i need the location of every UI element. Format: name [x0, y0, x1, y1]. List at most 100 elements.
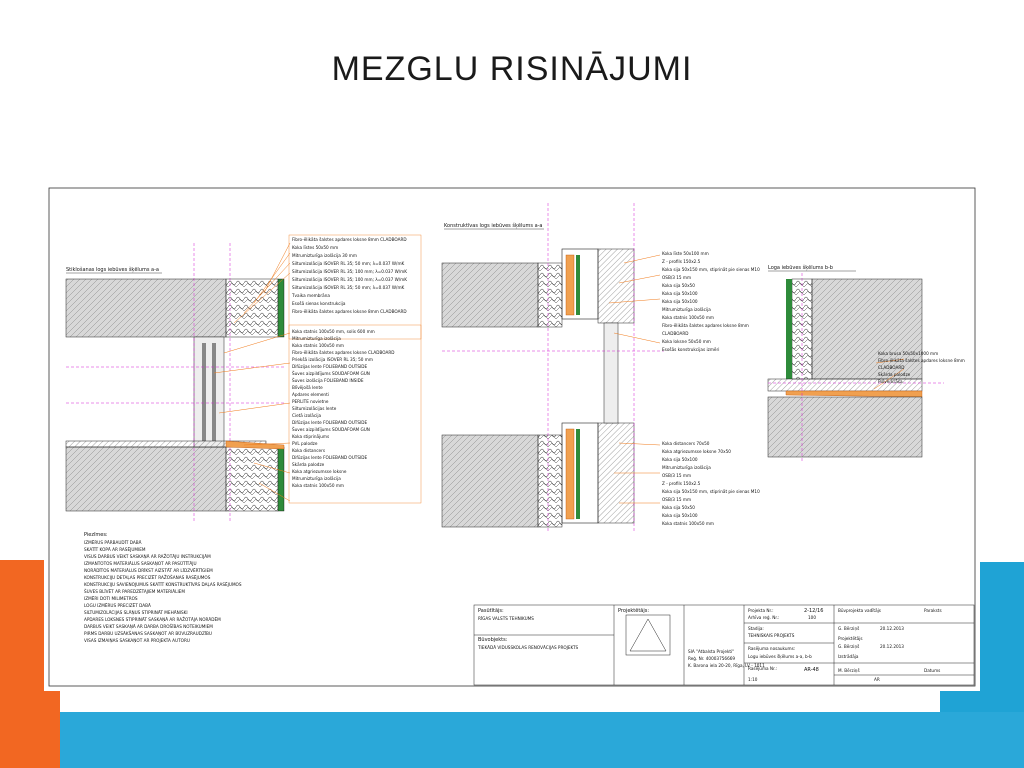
- right-label-2: CLADBOARD: [878, 365, 904, 370]
- right-label-4: Pulverkrāsa: [878, 379, 903, 384]
- building-label: Būvobjekts:: [478, 637, 508, 643]
- sheet-no-value: AR-48: [804, 667, 819, 673]
- sheet-border: [48, 187, 976, 687]
- left-lower-label-19: Skārda palodze: [292, 462, 325, 467]
- signature-role-2: Projektētājs: [838, 636, 863, 641]
- left-label-5: Siltumizolācija ISOVER RL 35; 100 mm; λ=…: [292, 277, 407, 282]
- mid-lower-label-2: Koka sija 50x100: [662, 457, 698, 462]
- technical-drawing: Stiklošanas logs iebūves šķēlums a-a: [44, 183, 980, 691]
- left-lower-label-20: Koka atgriezumsse loksne: [292, 469, 347, 474]
- mid-label-12: Esošās konstrukcijas izmēri: [662, 347, 719, 352]
- left-label-9: Fibro-ēlikāta šalstes apdares loksne 8mm…: [292, 309, 407, 314]
- signature-date-2: 20.12.2013: [880, 644, 904, 649]
- left-lower-label-5: Difūzijas lente FOLIEBAND OUTSIDE: [292, 364, 367, 369]
- right-label-3: Skārda palodze: [878, 372, 911, 377]
- left-lower-label-17: Koka distancers: [292, 448, 325, 453]
- designer-label: Projektētājs:: [618, 608, 649, 614]
- note-13: PIRMS DARBU UZSĀKŠANAS SASKAŅOT AR BŪVUZ…: [84, 631, 212, 636]
- left-lower-label-0: Koka statnis 100x50 mm, solis 600 mm: [292, 329, 375, 334]
- left-label-4: Siltumizolācija ISOVER RL 35; 100 mm; λ=…: [292, 269, 407, 274]
- signature-name-2: G. Bērziņš: [838, 644, 859, 649]
- stage-value: TEHNISKAIS PROJEKTS: [747, 633, 795, 638]
- note-0: IZMĒRUS PĀRBAUDĪT DABĀ: [84, 540, 142, 545]
- note-1: SKATĪT KOPĀ AR RASĒJUMIEM: [84, 547, 146, 552]
- stage-label: Stadija:: [748, 626, 764, 631]
- left-label-6: Siltumizolācija ISOVER RL 35; 50 mm; λ=0…: [292, 285, 405, 290]
- note-11: APDARES LOKSNES STIPRINĀT SASKAŅĀ AR RAŽ…: [84, 617, 221, 622]
- left-lower-label-2: Koka statnis 100x50 mm: [292, 343, 344, 348]
- building-value: TIEKĀDĀ VIDUSSKOLAS RENOVĀCIJAS PROJEKTS: [477, 645, 579, 650]
- mid-label-3: OSB/3 15 mm: [662, 275, 691, 280]
- mid-label-0: Koka līste 50x100 mm: [662, 251, 709, 256]
- signature-name-3: M. Bērziņš: [838, 668, 860, 673]
- left-lower-label-16: PVL palodze: [292, 441, 318, 446]
- left-lower-label-1: Mitrumizturīga izolācija: [292, 336, 341, 341]
- mid-lower-label-8: Koka sija 50x50: [662, 505, 695, 510]
- left-lower-label-18: Difūzijas lente FOLIEBAND OUTSIDE: [292, 455, 367, 460]
- left-lower-label-21: Mitrumizturīga izolācija: [292, 476, 341, 481]
- archive-label: Arhīva reģ. Nr.:: [748, 615, 779, 620]
- drawing-svg: Stiklošanas logs iebūves šķēlums a-a: [48, 187, 976, 687]
- slide-title: MEZGLU RISINĀJUMI: [331, 50, 693, 88]
- left-label-8: Esošā sienas konstrukcija: [292, 301, 346, 306]
- mid-label-block: Koka līste 50x100 mm Z - profils 150x2.5…: [662, 251, 760, 526]
- left-lower-label-4: Priekšā izolācija ISOVER RL 35; 50 mm: [292, 357, 373, 362]
- left-label-3: Siltumizolācija ISOVER RL 35; 50 mm; λ=0…: [292, 261, 405, 266]
- note-8: IZMĒRI DOTI MILIMETROS: [84, 596, 138, 601]
- note-4: NORĀDĪTOS MATERIĀLUS DRĪKST AIZSTĀT AR L…: [84, 568, 213, 573]
- project-no-label: Projekta Nr.:: [748, 608, 774, 613]
- left-label-block: Fibro-ēlikāta šalstes apdares loksne 8mm…: [288, 234, 422, 504]
- signature-role-1: Būvprojekta vadītājs: [838, 608, 881, 613]
- left-lower-label-3: Fibro-ēlikāta šalstes apdares loksne CLA…: [292, 350, 395, 355]
- designer-value: SIA "Atbalsta Projekti": [688, 649, 734, 654]
- mid-lower-label-10: Koka statnis 100x50 mm: [662, 521, 714, 526]
- drawing-name-label: Rasējuma nosaukums:: [748, 646, 795, 651]
- left-lower-label-7: Šuves izolācija FOLIEBAND INSIDE: [292, 378, 364, 383]
- middle-section: Konstruktīvas logs iebūves šķēlums a-a: [441, 203, 664, 533]
- left-label-1: Koka līstes 50x50 mm: [292, 245, 338, 250]
- left-label-7: Tvaika membrāna: [291, 293, 330, 298]
- designer-address: K. Barona iela 20-20, Rīga, LV - 1011: [688, 663, 765, 668]
- right-section: Loga iebūves šķēlums b-b Koka brusa 50x5…: [767, 264, 965, 463]
- left-lower-label-12: Cietā izolācija: [292, 413, 321, 418]
- sheet-no-label: Rasējuma Nr.:: [748, 666, 777, 671]
- note-6: KONSTRUKCIJU SAVIENOJUMUS SKATĪT KONSTRU…: [84, 582, 242, 587]
- client-label: Pasūtītājs:: [478, 608, 504, 614]
- mid-section-title: Konstruktīvas logs iebūves šķēlums a-a: [444, 222, 543, 229]
- left-lower-label-13: Difūzijas lente FOLIEBAND OUTSIDE: [292, 420, 367, 425]
- date-label: Datums: [924, 668, 940, 673]
- note-7: ŠUVES BLĪVĒT AR PAREDZĒTAJIEM MATERIĀLIE…: [84, 589, 185, 594]
- decor-orange-band: [0, 690, 60, 768]
- signature-role-3: Izstrādāja: [838, 654, 859, 659]
- note-10: SILTUMIZOLĀCIJAS SLĀŅUS STIPRINĀT MEHĀNI…: [84, 610, 188, 615]
- mid-label-4: Koka sija 50x50: [662, 283, 695, 288]
- note-5: KONSTRUKCIJU DETAĻAS PRECIZĒT RAŽOŠANAS …: [84, 575, 211, 580]
- client-value: RĪGAS VALSTS TEHNIKUMS: [478, 616, 534, 621]
- mid-label-5: Koka sija 50x100: [662, 291, 698, 296]
- note-3: IZMANTOTOS MATERIĀLUS SASKAŅOT AR PASŪTĪ…: [84, 561, 197, 566]
- left-section: Stiklošanas logs iebūves šķēlums a-a: [65, 242, 291, 523]
- mid-label-10: CLADBOARD: [662, 331, 688, 336]
- mid-lower-label-5: Z - profils 150x2.5: [662, 481, 701, 486]
- mid-label-2: Koka sija 50x150 mm, stiprināt pie siena…: [662, 267, 760, 272]
- signature-label: Paraksts: [924, 608, 942, 613]
- mid-label-11: Koka loksne 50x50 mm: [662, 339, 711, 344]
- mid-label-8: Koka statnis 100x50 mm: [662, 315, 714, 320]
- note-2: VISUS DARBUS VEIKT SASKAŅĀ AR RAŽOTĀJU I…: [84, 554, 211, 559]
- scale-value: 1:10: [748, 677, 758, 682]
- left-label-0: Fibro-ēlikāta šalstes apdares loksne 8mm…: [292, 237, 407, 242]
- archive-value: 100: [808, 615, 816, 620]
- mid-lower-label-4: OSB/3 15 mm: [662, 473, 691, 478]
- right-label-0: Koka brusa 50x50x1000 mm: [878, 351, 938, 356]
- mid-lower-label-0: Koka distancers 70x50: [662, 441, 710, 446]
- left-lower-label-6: Šuves aizpildījums SOUDAFOAM GUN: [292, 371, 370, 376]
- signature-date-1: 20.12.2013: [880, 626, 904, 631]
- sheet-value: AR: [874, 677, 880, 682]
- decor-blue-band: [0, 712, 1024, 768]
- note-9: LOGU IZMĒRUS PRECIZĒT DABĀ: [84, 603, 151, 608]
- designer-reg: Reģ. Nr. 40003756669: [688, 656, 735, 661]
- left-lower-label-15: Koka stiprinājums: [292, 434, 329, 439]
- note-12: DARBUS VEIKT SASKAŅĀ AR DARBA DROŠĪBAS N…: [84, 624, 213, 629]
- left-lower-label-9: Apdares elementi: [292, 392, 329, 397]
- right-label-1: Fibro-ēlikāta šalstes apdares loksne 8mm: [878, 358, 965, 363]
